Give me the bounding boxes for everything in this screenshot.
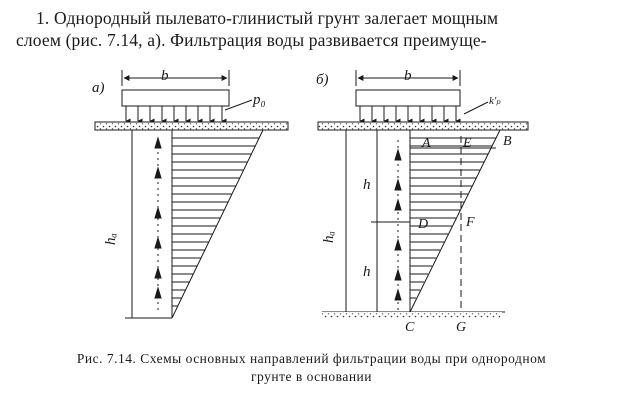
paragraph-line-1: 1. Однородный пылевато-глинистый грунт з…: [36, 8, 499, 28]
point-f-label: F: [465, 215, 475, 230]
point-e-label: E: [462, 136, 472, 151]
panel-b-construction-lines: [410, 136, 496, 312]
figure-caption-line-2: грунте в основании: [250, 369, 372, 384]
panel-b-half-height-lower-label: h: [363, 264, 371, 280]
panel-b-pressure-triangle: [409, 129, 501, 313]
point-a-label: A: [421, 136, 431, 151]
point-c-label: C: [405, 320, 415, 335]
panel-b-half-height-upper-label: h: [363, 177, 371, 193]
panel-b-load-label: k'ₚ: [489, 95, 501, 107]
panel-b-label: б): [316, 72, 329, 88]
panel-b-width-dimension: [355, 70, 461, 86]
panel-a-label: а): [92, 80, 105, 96]
panel-b-base-soil: [322, 312, 502, 318]
figure-caption-line-1: Рис. 7.14. Схемы основных направлений фи…: [76, 351, 547, 366]
panel-a-load-label: p₀: [252, 92, 266, 108]
panel-b-flow-arrows: [394, 140, 402, 310]
panel-a-ground-surface: [94, 121, 289, 131]
point-b-label: B: [503, 134, 512, 149]
panel-a: а) b p₀: [92, 68, 289, 319]
paragraph-line-2: слоем (рис. 7.14, а). Фильтрация воды ра…: [16, 30, 487, 50]
panel-b-ground-surface: [317, 121, 529, 131]
panel-b-half-height-dimension: [371, 130, 410, 312]
point-d-label: D: [417, 217, 428, 232]
panel-a-width-label: b: [161, 68, 169, 84]
panel-a-height-dimension: [125, 130, 172, 319]
panel-a-width-dimension: [121, 70, 230, 86]
figure-7-14: а) b p₀: [92, 68, 529, 335]
panel-a-pressure-triangle: [171, 129, 264, 319]
point-g-label: G: [456, 320, 466, 335]
panel-b-height-label: hₐ: [321, 231, 337, 243]
panel-a-load: [121, 89, 253, 124]
panel-b-load: [355, 89, 489, 124]
panel-a-height-label: hₐ: [103, 233, 119, 245]
panel-a-flow-arrows: [154, 136, 162, 310]
panel-b-width-label: b: [404, 68, 412, 84]
panel-b: б) b k'ₚ: [316, 68, 529, 335]
